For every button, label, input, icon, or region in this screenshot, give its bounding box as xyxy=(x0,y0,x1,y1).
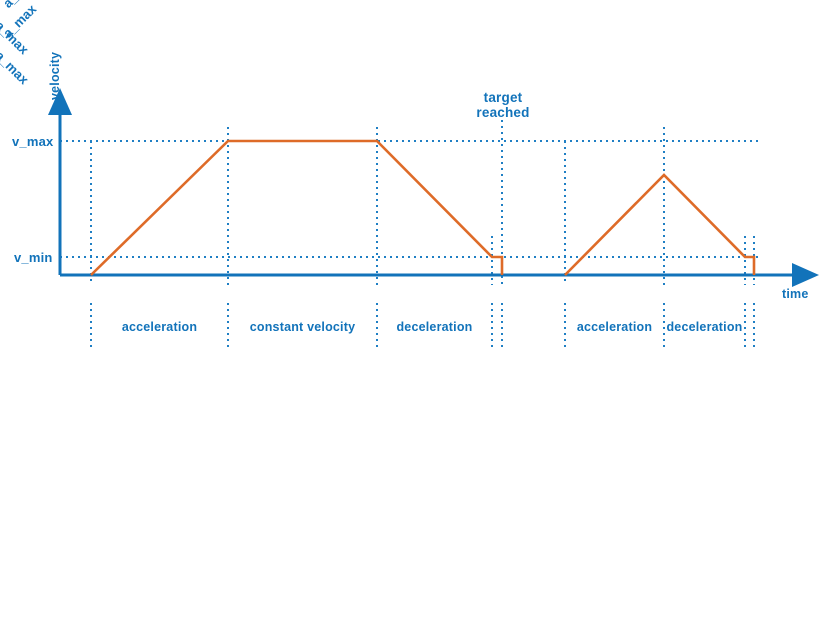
phase-label-deceleration-1: deceleration xyxy=(396,320,473,334)
y-tick-label-vmax: v_max xyxy=(12,134,54,149)
diagram-canvas xyxy=(48,88,819,350)
phase-label-constant-velocity: constant velocity xyxy=(249,320,356,334)
phase-dividers-lower xyxy=(90,303,755,350)
phase-label-acceleration-2: acceleration xyxy=(576,320,653,334)
phase-label-deceleration-2: deceleration xyxy=(666,320,743,334)
velocity-time-diagram: velocity time v_max v_min target reached… xyxy=(0,0,819,350)
target-reached-line-1: target xyxy=(483,90,523,105)
target-reached-line-2: reached xyxy=(476,105,530,120)
velocity-curve-trapezoid xyxy=(90,139,504,276)
x-axis-label: time xyxy=(782,287,809,301)
velocity-curve-triangle xyxy=(564,173,756,276)
phase-dividers-upper xyxy=(90,120,755,285)
y-tick-label-vmin: v_min xyxy=(14,250,53,265)
target-reached-annotation: target reached xyxy=(470,90,536,120)
phase-label-acceleration-1: acceleration xyxy=(121,320,198,334)
